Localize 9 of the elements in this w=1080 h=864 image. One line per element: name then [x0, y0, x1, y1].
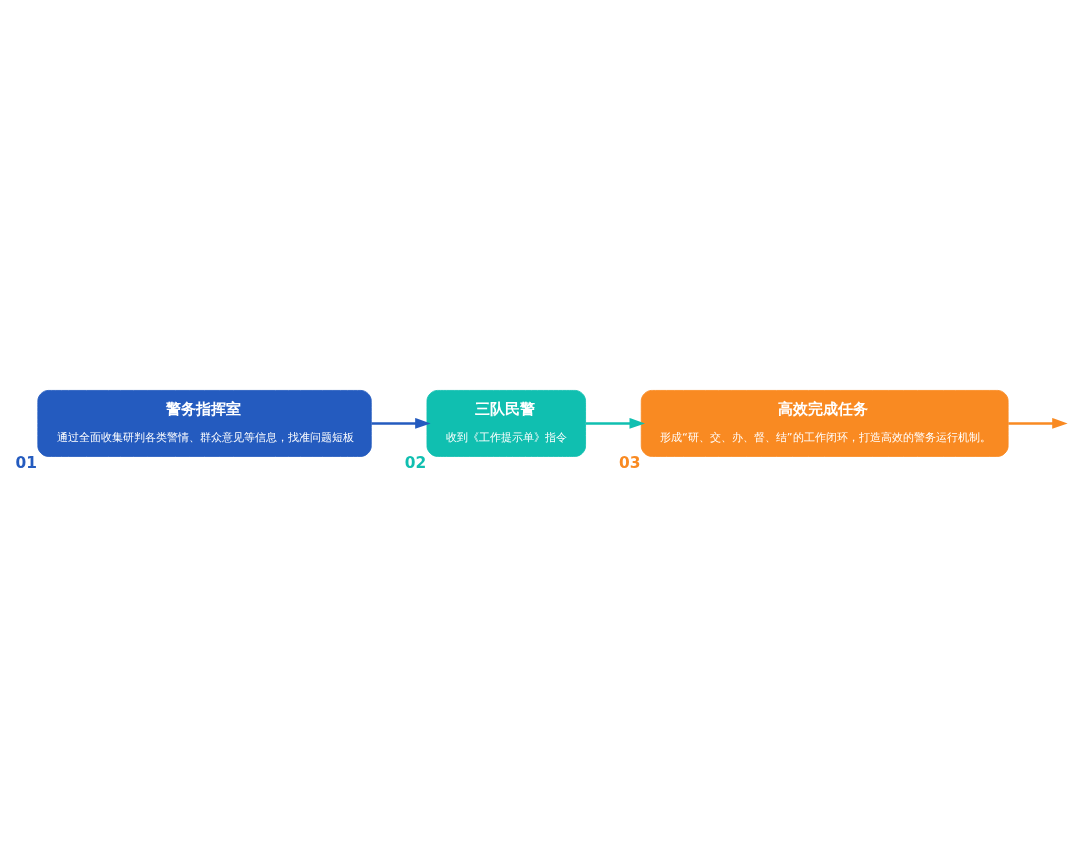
node-label: 01 — [15, 453, 37, 472]
node-label: 02 — [404, 453, 427, 472]
node-box: 警务指挥室 通过全面收集研判各类警情、群众意见等信息，找准问题短板 — [37, 390, 372, 457]
node-box: 三队民警 收到《工作提示单》指令 — [426, 390, 586, 457]
node-label: 03 — [618, 453, 641, 472]
arrow — [585, 418, 645, 429]
node-box: 高效完成任务 形成“研、交、办、督、结”的工作闭环，打造高效的警务运行机制。 — [640, 390, 1009, 457]
arrow — [371, 418, 431, 429]
arrow — [1008, 418, 1068, 429]
